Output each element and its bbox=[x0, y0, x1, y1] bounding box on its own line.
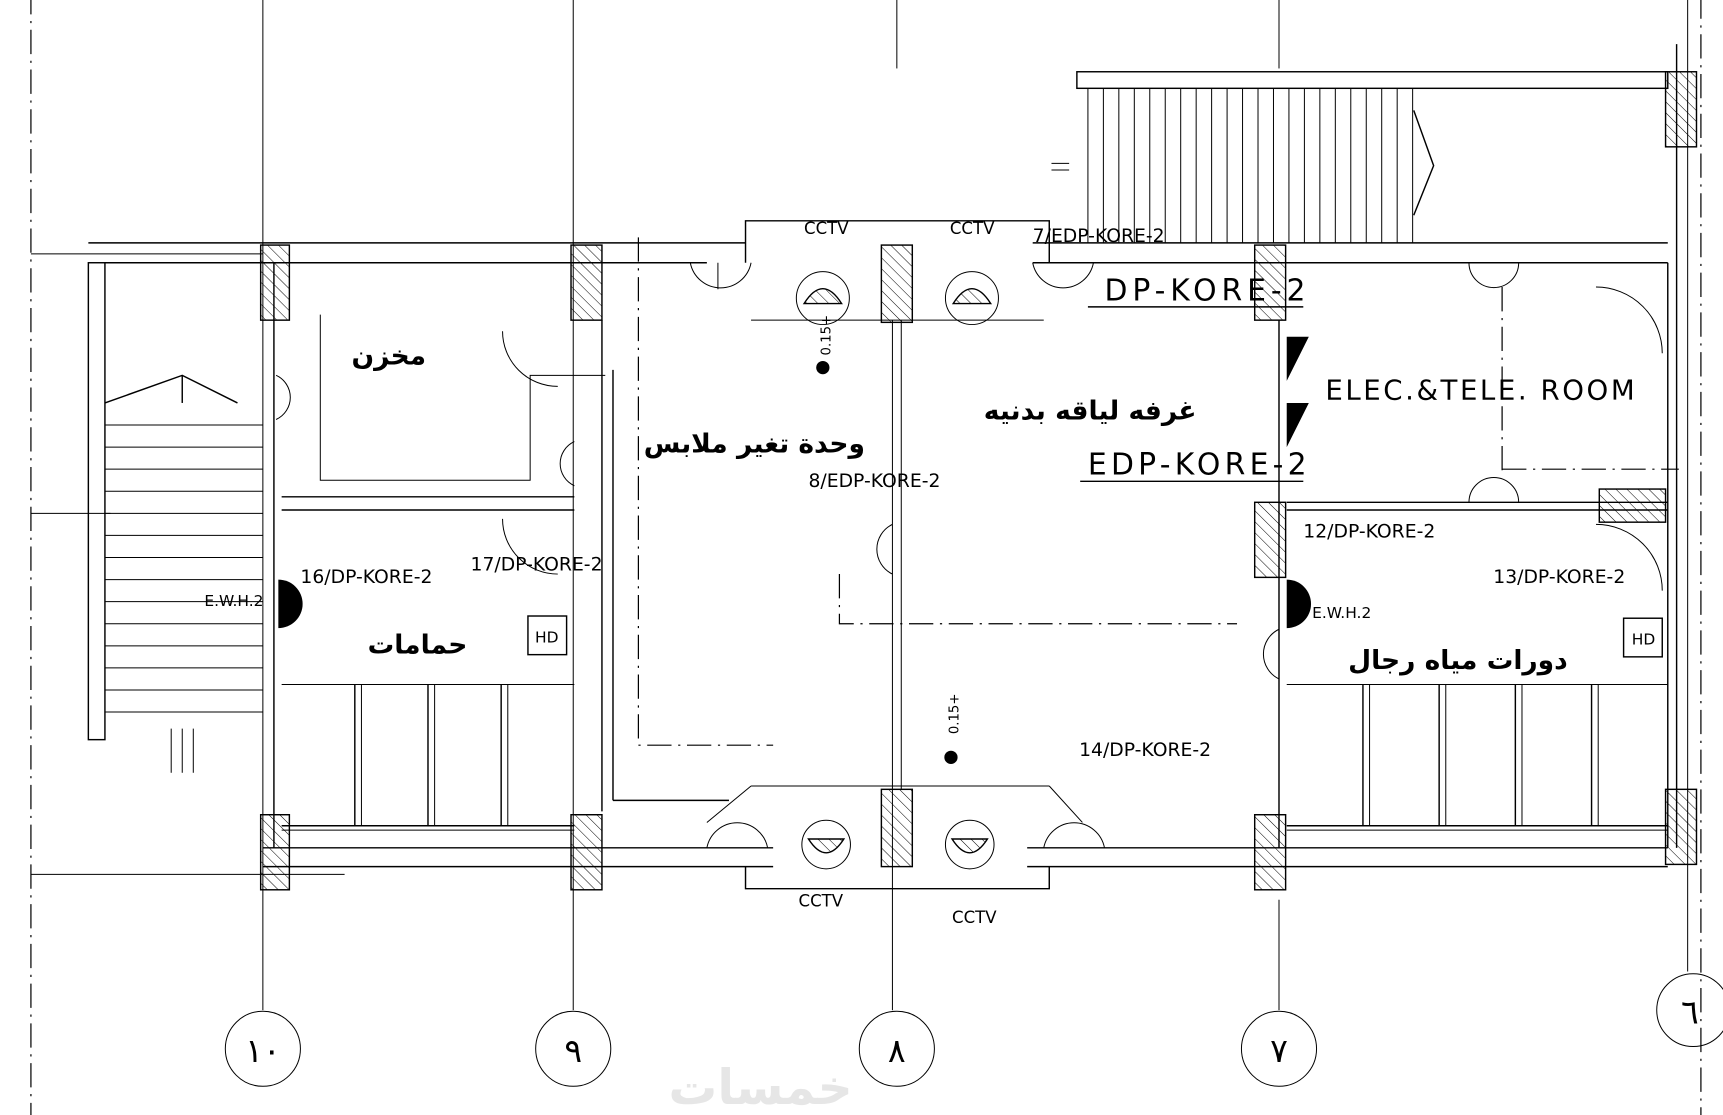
room-changing: وحدة تغير ملابس bbox=[644, 429, 865, 460]
circuit-12: 12/DP-KORE-2 bbox=[1303, 522, 1435, 543]
ewh-label: E.W.H.2 bbox=[204, 592, 263, 610]
cctv-label: CCTV bbox=[950, 219, 995, 238]
watermark: خمسات bbox=[669, 1060, 853, 1115]
grid-label-9: ٩ bbox=[564, 1031, 582, 1070]
cctv-label: CCTV bbox=[952, 908, 997, 927]
grid-label-6: ٦ bbox=[1681, 992, 1699, 1031]
columns bbox=[259, 71, 1698, 891]
room-men-wc: دورات مياه رجال bbox=[1348, 645, 1568, 676]
wc-stalls bbox=[281, 683, 1668, 831]
walls bbox=[88, 44, 1678, 890]
right-stair bbox=[1051, 71, 1669, 243]
hd-label: HD bbox=[535, 629, 559, 647]
panel-edp: EDP-KORE-2 bbox=[1088, 448, 1307, 483]
labels: مخزن وحدة تغير ملابس غرفه لياقه بدنيه EL… bbox=[204, 219, 1634, 927]
grid-label-10: ١٠ bbox=[245, 1031, 281, 1070]
cctv-cameras bbox=[795, 271, 999, 870]
hand-dryers: HD HD bbox=[527, 615, 1663, 658]
hd-label: HD bbox=[1632, 631, 1656, 649]
room-storage: مخزن bbox=[351, 340, 426, 371]
circuit-17: 17/DP-KORE-2 bbox=[471, 555, 603, 576]
grid-label-7: ٧ bbox=[1270, 1031, 1288, 1070]
circuit-16: 16/DP-KORE-2 bbox=[300, 567, 432, 588]
left-stair bbox=[87, 262, 263, 773]
panel-dp: DP-KORE-2 bbox=[1104, 273, 1305, 308]
room-elec: ELEC.&TELE. ROOM bbox=[1325, 374, 1634, 407]
ewh-label: E.W.H.2 bbox=[1312, 604, 1371, 622]
circuit-8: 8/EDP-KORE-2 bbox=[808, 471, 940, 492]
water-heaters bbox=[278, 336, 1312, 629]
height-label: 0.15+ bbox=[948, 694, 963, 735]
grid-bubbles: ١٠ ٩ ٨ ٧ ٦ bbox=[224, 973, 1723, 1087]
panel-lines bbox=[1080, 306, 1304, 483]
room-gym: غرفه لياقه بدنيه bbox=[984, 396, 1197, 427]
grid-label-8: ٨ bbox=[888, 1031, 906, 1070]
circuit-7: 7/EDP-KORE-2 bbox=[1033, 226, 1165, 247]
cctv-label: CCTV bbox=[799, 891, 844, 910]
circuit-14: 14/DP-KORE-2 bbox=[1079, 740, 1211, 761]
height-label: 0.15+ bbox=[820, 315, 835, 356]
doors bbox=[275, 237, 1679, 848]
drawing-border bbox=[30, 0, 1702, 1115]
cctv-label: CCTV bbox=[804, 219, 849, 238]
room-bathrooms: حمامات bbox=[368, 630, 468, 661]
circuit-13: 13/DP-KORE-2 bbox=[1493, 567, 1625, 588]
